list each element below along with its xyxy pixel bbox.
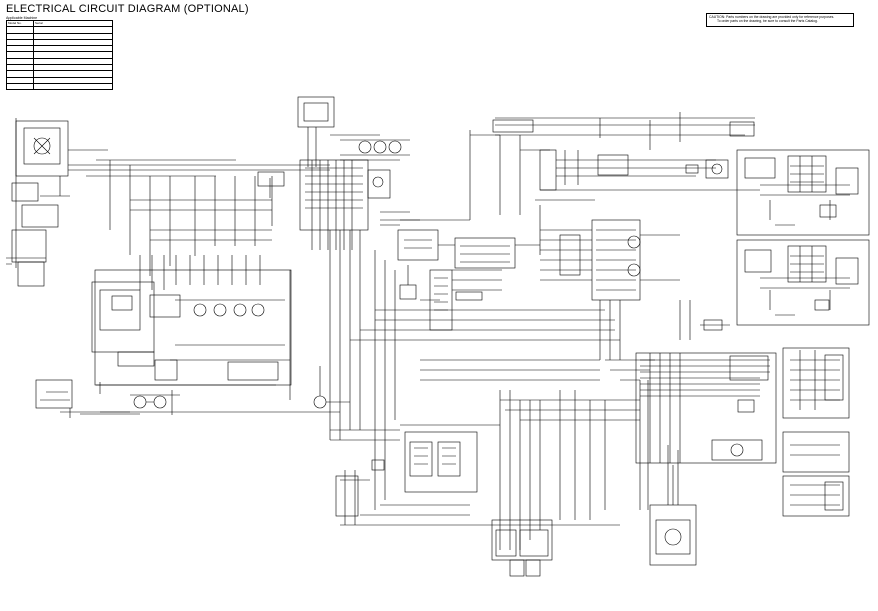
serial-cell [33, 76, 113, 84]
component-block-bottom-center [335, 379, 697, 577]
applicable-machine-table: Model No.Serial [6, 19, 113, 91]
sub-diagram-right-lower-a [635, 352, 777, 464]
models-header-row: Model No.Serial [6, 19, 113, 28]
caution-line-1: CAUTION: Parts numbers on the drawing ar… [709, 15, 835, 19]
models-row [6, 82, 113, 91]
caution-line-2: To order parts on the drawing, be sure t… [717, 19, 818, 24]
models-row [6, 64, 113, 72]
component-block-top-left [6, 118, 108, 287]
relay-panel-center-right [540, 219, 730, 360]
models-row [6, 70, 113, 78]
applicable-machine-heading: Applicable Machine [6, 16, 38, 20]
sub-diagram-right-upper [736, 149, 870, 236]
serial-cell [33, 64, 113, 72]
page-title: ELECTRICAL CIRCUIT DIAGRAM (OPTIONAL) [6, 3, 249, 15]
interconnect-wires [330, 134, 655, 510]
sub-diagram-right-lower-b [782, 347, 850, 517]
caution-note: CAUTION: Parts numbers on the drawing ar… [706, 13, 854, 27]
component-block-top-right [469, 112, 760, 255]
models-row [6, 76, 113, 84]
main-harness-left [68, 159, 330, 400]
component-block-top-center [297, 96, 410, 440]
serial-cell: Serial [33, 19, 113, 28]
serial-cell [33, 82, 113, 91]
component-block-lower-left [35, 366, 350, 418]
sub-diagram-right-middle [736, 239, 870, 326]
component-block-center [350, 219, 620, 341]
serial-cell [33, 70, 113, 78]
